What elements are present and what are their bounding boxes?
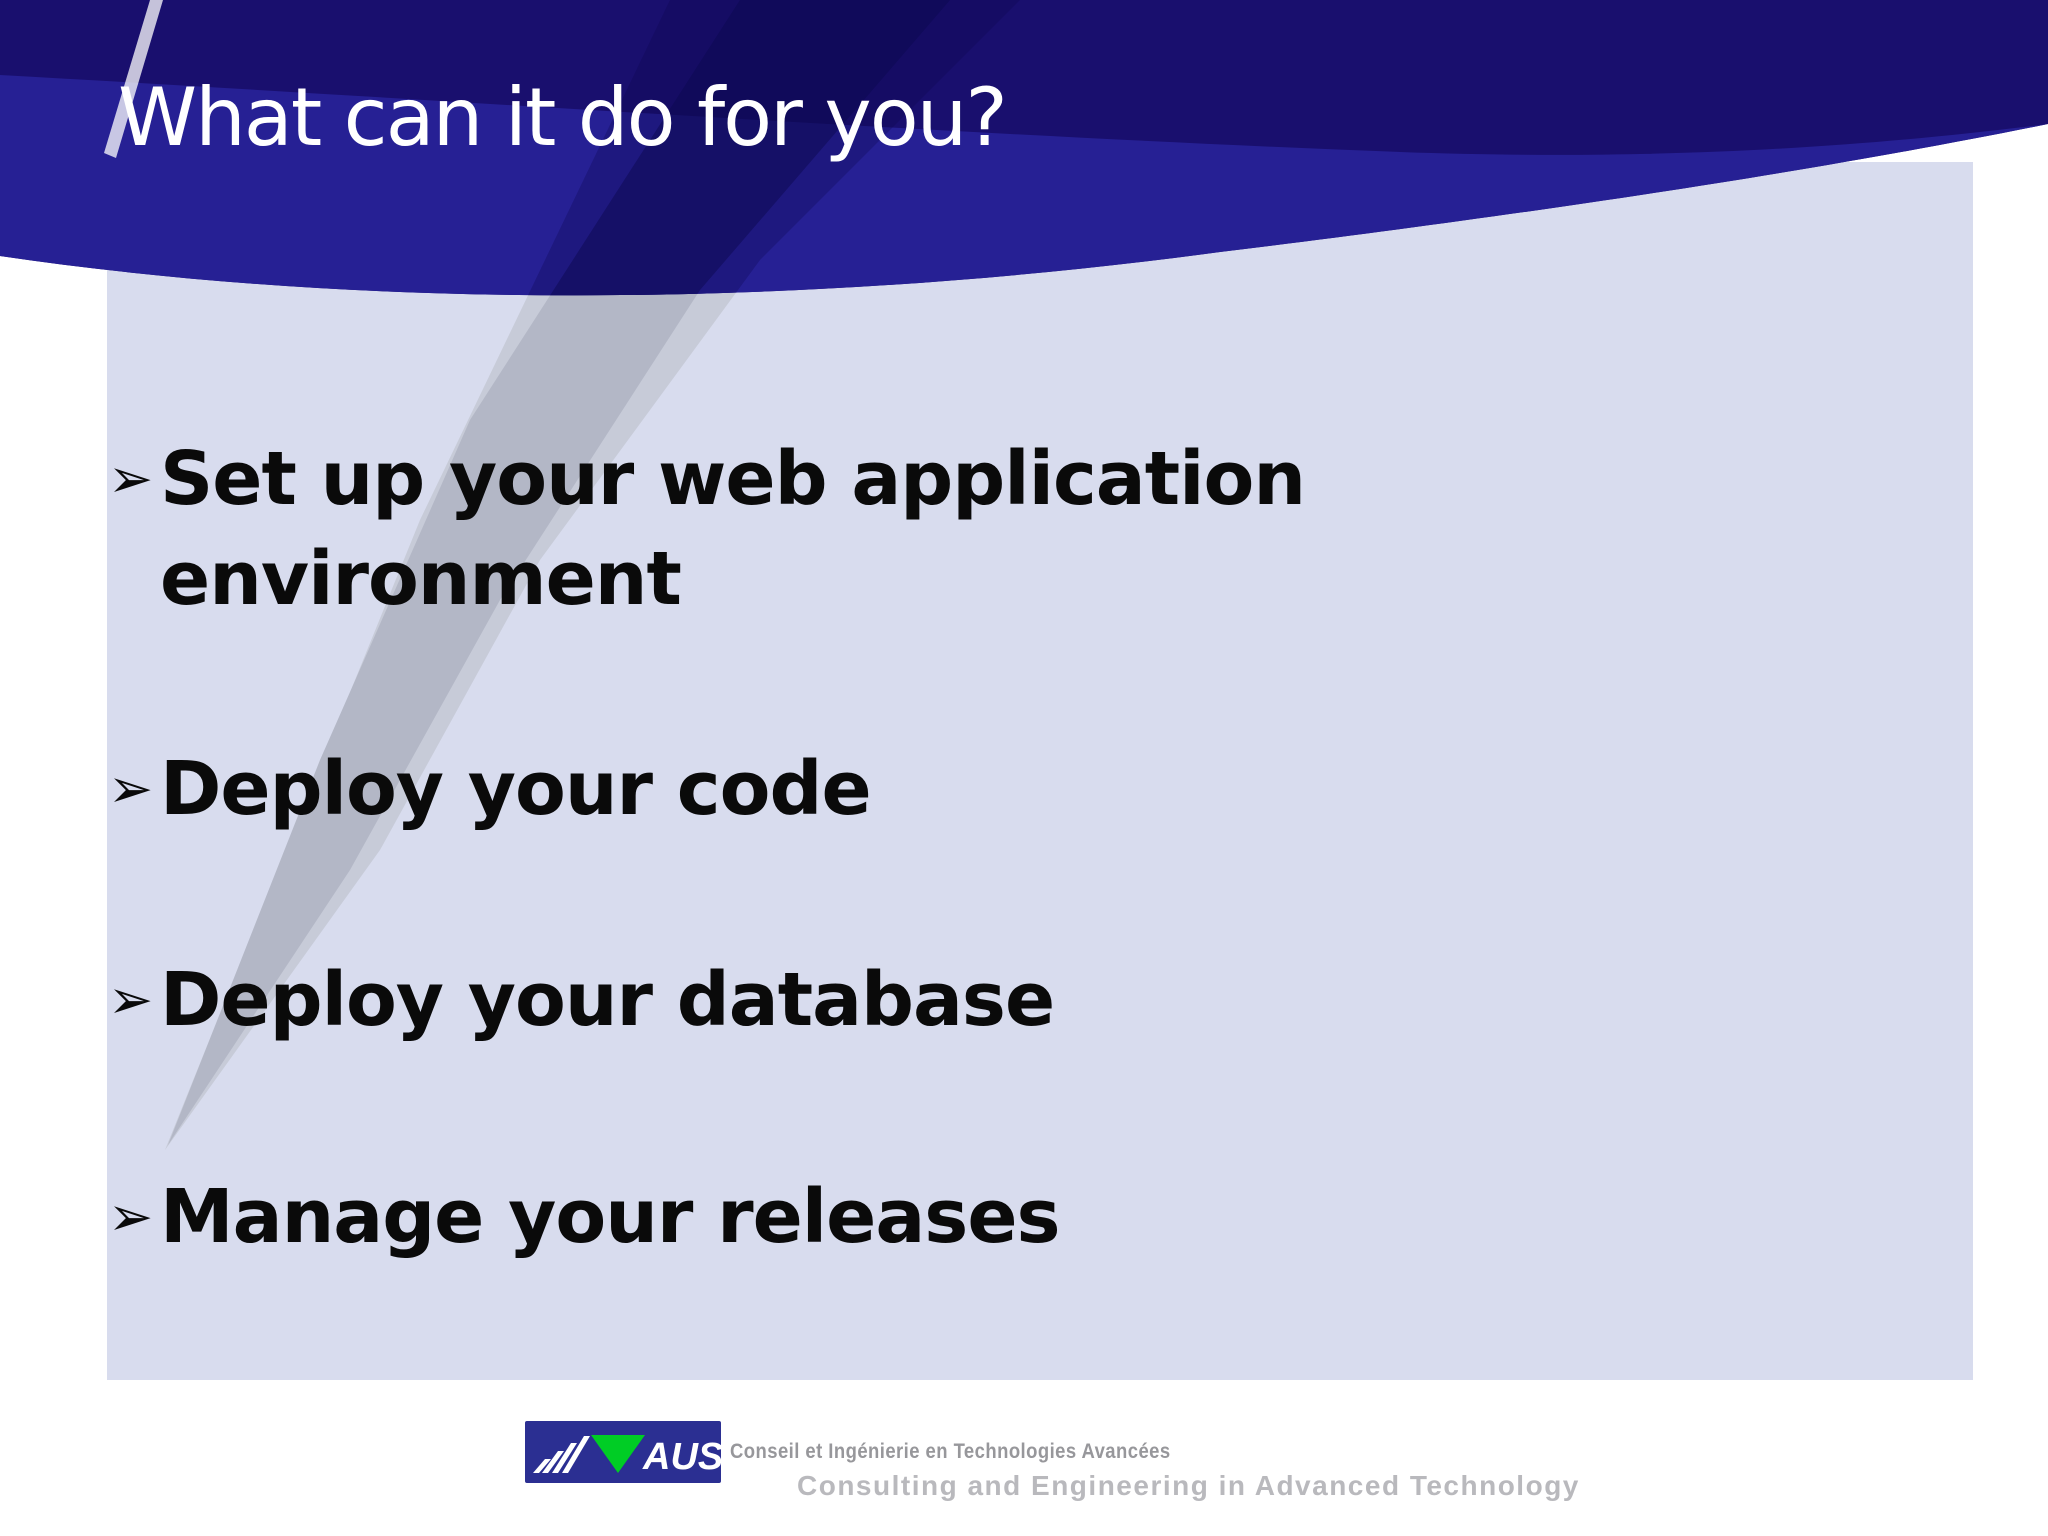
bullet-item: ➢ Deploy your database: [108, 950, 1055, 1050]
header-curve-band: [0, 75, 2048, 296]
header-streak-overlay: [104, 0, 1020, 296]
footer-tagline-french: Conseil et Ingénierie en Technologies Av…: [730, 1440, 1171, 1463]
bullet-text: Deploy your database: [160, 957, 1055, 1043]
arrow-bullet-icon: ➢: [108, 1185, 154, 1248]
ausy-logo: AUSY: [525, 1421, 721, 1483]
bullet-text: Deploy your code: [160, 746, 872, 832]
ausy-logo-stripe: [562, 1436, 590, 1473]
header-thin-streak-highlight: [104, 0, 163, 158]
ausy-logo-stripe: [552, 1443, 577, 1473]
ausy-logo-stripe: [533, 1459, 551, 1473]
arrow-bullet-icon: ➢: [108, 968, 154, 1031]
bullet-item: ➢ Deploy your code: [108, 739, 872, 839]
streak-outer-shape: [165, 162, 858, 1150]
ausy-logo-stripe: [542, 1451, 564, 1473]
arrow-bullet-icon: ➢: [108, 447, 154, 510]
streak-decoration: [165, 162, 858, 1150]
bullet-item: ➢ Set up your web application environmen…: [108, 429, 1430, 629]
bullet-item: ➢ Manage your releases: [108, 1167, 1061, 1267]
ausy-logo-text: AUSY: [642, 1436, 721, 1478]
arrow-bullet-icon: ➢: [108, 757, 154, 820]
streak-inner-shape: [168, 162, 811, 1145]
slide-title: What can it do for you?: [118, 71, 1008, 164]
ausy-logo-triangle: [591, 1435, 645, 1473]
bullet-text: Set up your web application environment: [160, 436, 1306, 622]
bullet-text: Manage your releases: [160, 1174, 1061, 1260]
footer-tagline-english: Consulting and Engineering in Advanced T…: [797, 1470, 1580, 1501]
